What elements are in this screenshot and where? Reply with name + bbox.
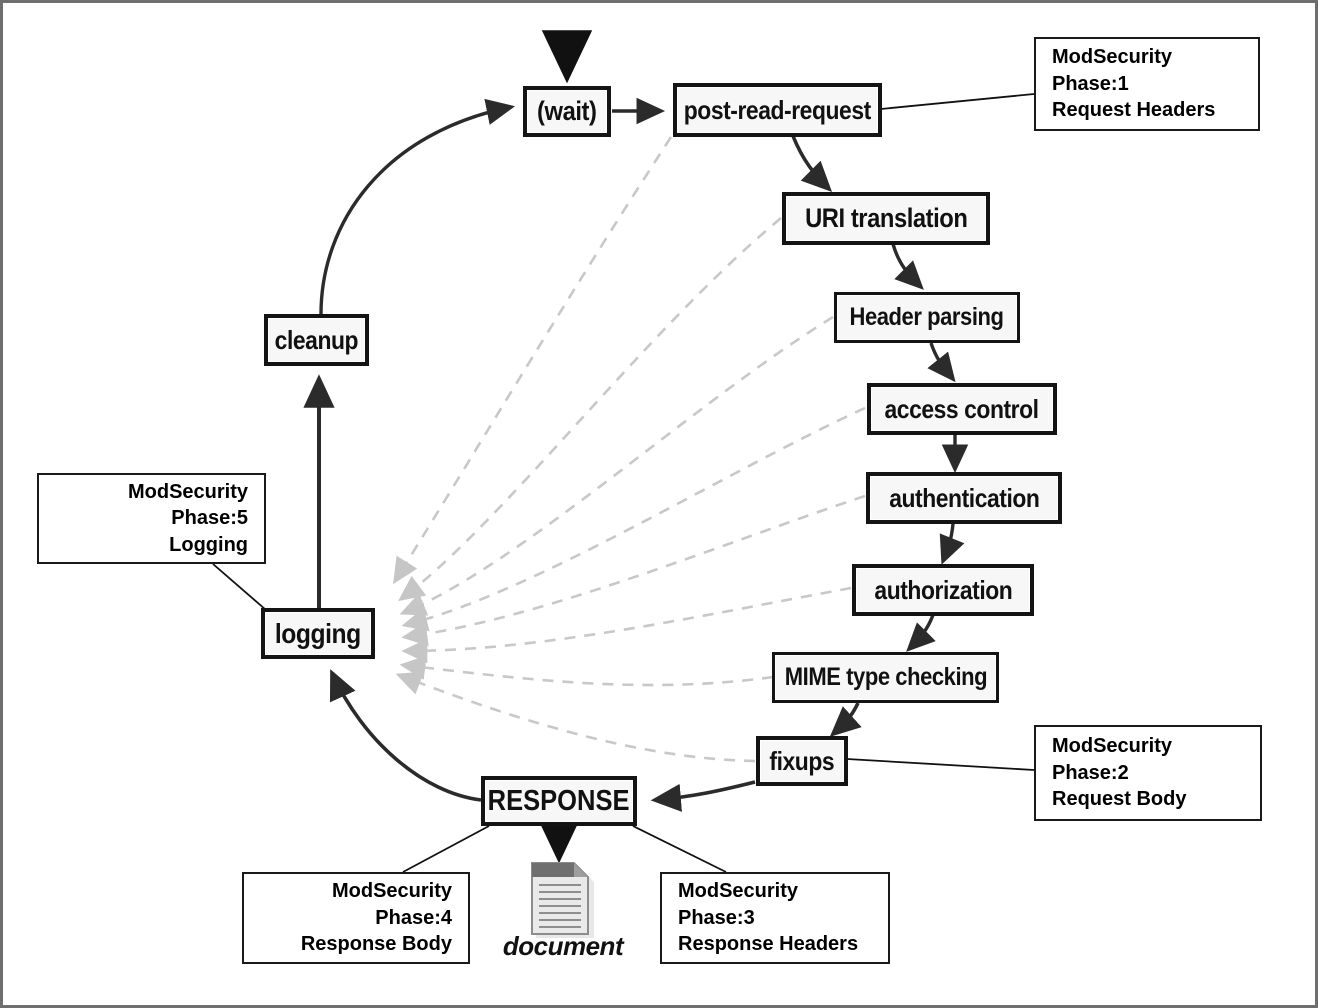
leader-phase4-to-response — [402, 825, 490, 873]
callout-phase1-line1: ModSecurity Phase:1 — [1052, 46, 1173, 95]
callout-phase5-line1: ModSecurity Phase:5 — [127, 480, 248, 530]
leader-phase5-to-logging — [212, 563, 267, 611]
dashed-edge-post-read-request-to-logging — [393, 136, 673, 585]
node-header-parsing-label: Header parsing — [849, 303, 1004, 331]
node-authorization[interactable]: authorization — [852, 564, 1034, 616]
node-response[interactable]: RESPONSE — [481, 776, 637, 826]
node-authentication-label: authentication — [888, 482, 1040, 513]
node-logging-label: logging — [275, 617, 361, 649]
leader-phase3-to-response — [632, 825, 727, 873]
node-access-control-label: access control — [884, 393, 1040, 424]
node-authorization-label: authorization — [874, 574, 1012, 605]
edge-authentication-to-authorization — [939, 523, 965, 565]
edge-mime-type-checking-to-fixups — [829, 702, 862, 737]
node-cleanup[interactable]: cleanup — [264, 314, 369, 366]
callout-phase2-line1: ModSecurity Phase:2 — [1052, 735, 1173, 784]
callout-phase5: ModSecurity Phase:5 Logging — [37, 473, 266, 564]
node-access-control[interactable]: access control — [867, 383, 1057, 435]
edge-authorization-to-mime-type-checking — [906, 614, 936, 652]
callout-phase5-line2: Logging — [169, 533, 248, 556]
dashed-edge-fixups-to-logging — [395, 671, 756, 763]
edge-fixups-to-response — [650, 780, 756, 812]
node-wait[interactable]: (wait) — [523, 86, 611, 137]
callout-phase2: ModSecurity Phase:2 Request Body — [1034, 725, 1262, 821]
document-label: document — [502, 931, 624, 961]
callout-phase2-line2: Request Body — [1052, 788, 1187, 811]
node-mime-type-checking-label: MIME type checking — [784, 663, 987, 691]
callout-phase1-line2: Request Headers — [1052, 99, 1216, 122]
edge-header-parsing-to-access-control — [927, 342, 956, 383]
callout-phase3: ModSecurity Phase:3 Response Headers — [660, 872, 890, 964]
dashed-edge-authorization-to-logging — [401, 586, 852, 664]
node-post-read-request-label: post-read-request — [683, 94, 872, 125]
node-authentication[interactable]: authentication — [866, 472, 1062, 524]
node-mime-type-checking[interactable]: MIME type checking — [772, 652, 999, 703]
callout-phase4: ModSecurity Phase:4 Response Body — [242, 872, 470, 964]
node-fixups[interactable]: fixups — [756, 736, 848, 786]
node-wait-label: (wait) — [537, 96, 597, 126]
document-icon — [531, 862, 594, 938]
callout-phase4-line2: Response Body — [300, 933, 452, 956]
node-header-parsing[interactable]: Header parsing — [834, 292, 1020, 343]
edge-response-to-logging — [329, 669, 482, 802]
node-uri-translation-label: URI translation — [804, 203, 968, 233]
edge-post-read-request-to-uri-translation — [791, 135, 833, 193]
node-post-read-request[interactable]: post-read-request — [673, 83, 882, 137]
leader-phase2-to-fixups — [846, 758, 1035, 771]
dashed-edge-authentication-to-logging — [401, 494, 866, 647]
callout-phase3-line1: ModSecurity Phase:3 — [678, 880, 799, 929]
dashed-edge-uri-translation-to-logging — [398, 217, 782, 602]
leader-phase1-to-post-read-request — [880, 93, 1035, 110]
edge-cleanup-to-wait — [319, 98, 515, 315]
callout-phase4-line1: ModSecurity Phase:4 — [331, 880, 452, 929]
node-uri-translation[interactable]: URI translation — [782, 192, 990, 245]
dashed-edge-mime-type-checking-to-logging — [399, 655, 774, 687]
callout-phase1: ModSecurity Phase:1 Request Headers — [1034, 37, 1260, 131]
callout-phase3-line2: Response Headers — [678, 933, 859, 956]
edge-uri-translation-to-header-parsing — [891, 243, 924, 290]
node-fixups-label: fixups — [769, 745, 835, 776]
dashed-edge-header-parsing-to-logging — [399, 315, 834, 616]
dashed-edge-access-control-to-logging — [401, 406, 866, 632]
node-cleanup-label: cleanup — [274, 324, 359, 355]
node-logging[interactable]: logging — [261, 608, 375, 659]
node-response-label: RESPONSE — [488, 784, 630, 817]
